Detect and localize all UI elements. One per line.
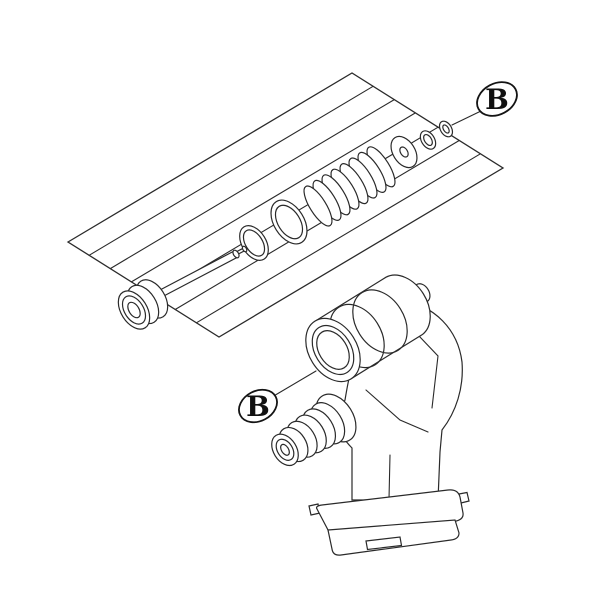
base-slot	[365, 536, 403, 551]
plane-line	[130, 112, 416, 283]
seal-ring-outer	[270, 199, 308, 245]
callout-leader-line	[451, 110, 482, 126]
outlet-face-ring	[275, 438, 295, 461]
exploded-parts	[117, 120, 454, 330]
inlet-cylinder	[305, 274, 431, 383]
o-ring	[239, 225, 269, 261]
seal-ring-inner	[274, 204, 304, 240]
outlet-port	[271, 393, 357, 467]
callout-bubble[interactable]	[471, 75, 523, 122]
inlet-cylinder-rib	[352, 289, 408, 354]
plane-line	[174, 139, 460, 311]
plunger-pin-tip	[241, 245, 248, 253]
plunger-cap-center	[127, 301, 141, 319]
callout-label: B	[246, 390, 270, 423]
o-ring-outer	[239, 225, 269, 261]
outlet-face-hole	[280, 443, 290, 456]
callout-bubble[interactable]	[233, 383, 282, 428]
callout-label: B	[485, 83, 509, 116]
callout-leader-line	[271, 370, 317, 398]
washer-small	[438, 120, 454, 138]
outlet-face	[271, 433, 299, 467]
plane-line	[195, 153, 481, 324]
plunger-shaft	[157, 250, 239, 298]
plunger-cap-inner-ring	[121, 295, 147, 325]
washer-disc-outer	[390, 135, 418, 169]
valve-body	[271, 274, 470, 556]
washer-small-hole	[442, 124, 450, 134]
seal-ring	[270, 199, 308, 245]
callout-b-body[interactable]: B	[233, 370, 317, 429]
o-ring-inner	[242, 229, 266, 257]
spring-coil	[303, 185, 333, 227]
washer-disc	[390, 135, 418, 169]
o-ring-small	[419, 130, 437, 150]
spring	[303, 146, 396, 227]
plunger-shaft-tip	[232, 249, 240, 259]
washer-disc-hole	[399, 146, 409, 158]
plane-line	[109, 99, 395, 270]
plunger-cap-face	[117, 290, 151, 330]
callout-b-top[interactable]: B	[451, 75, 523, 126]
o-ring-small-outer	[419, 130, 437, 150]
bore-inner-ring	[311, 324, 355, 376]
bore-hole	[316, 330, 350, 370]
plane-outline	[66, 72, 505, 338]
plane-line	[88, 85, 374, 256]
plunger	[117, 245, 248, 330]
o-ring-small-hole	[423, 133, 433, 147]
